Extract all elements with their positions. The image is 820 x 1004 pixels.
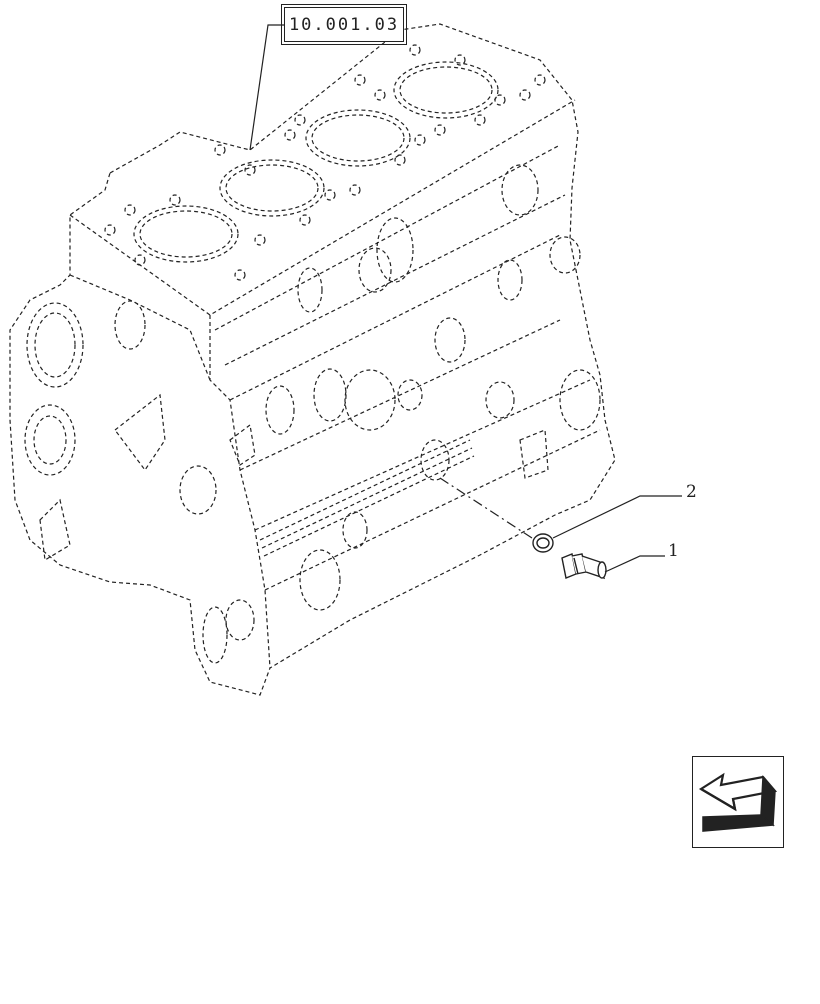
crankcase-details bbox=[229, 164, 601, 611]
engine-block-outline bbox=[9, 23, 616, 696]
callout-2-leader bbox=[552, 495, 682, 539]
previous-page-arrow-icon bbox=[698, 772, 778, 832]
assembly-axis-line bbox=[439, 477, 533, 539]
cylinder-bores bbox=[133, 61, 499, 263]
reference-label[interactable]: 10.001.03 bbox=[281, 4, 407, 45]
front-face-details bbox=[24, 300, 255, 664]
previous-page-button[interactable] bbox=[692, 756, 784, 848]
deck-bolt-holes bbox=[104, 44, 546, 281]
reference-leader-line bbox=[249, 24, 284, 151]
callout-2-label: 2 bbox=[686, 482, 697, 502]
callout-1-label: 1 bbox=[668, 541, 679, 561]
sealing-washer-part bbox=[532, 533, 554, 553]
sensor-plug-part bbox=[561, 553, 607, 580]
callout-1-leader bbox=[604, 555, 665, 573]
